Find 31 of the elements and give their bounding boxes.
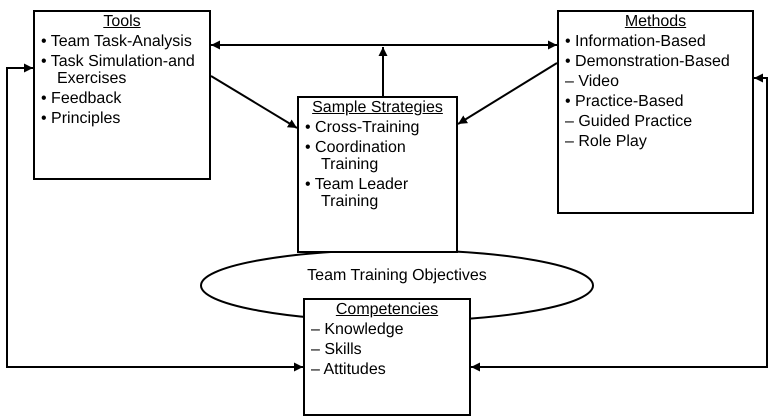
arrow xyxy=(471,74,768,372)
competencies-box xyxy=(303,298,471,416)
list-item: – Role Play xyxy=(564,133,648,150)
box-heading: Tools xyxy=(102,12,142,31)
list-item: • Cross-Training xyxy=(304,119,420,136)
tools-box xyxy=(33,10,211,180)
arrow xyxy=(378,47,388,96)
list-item: • Practice-Based xyxy=(564,93,685,110)
list-item: • Principles xyxy=(40,110,122,127)
methods-box xyxy=(557,10,754,214)
list-item: • Task Simulation-and Exercises xyxy=(40,53,196,87)
list-item: • Team Task-Analysis xyxy=(40,33,193,50)
list-item: – Guided Practice xyxy=(564,113,694,130)
arrow xyxy=(210,75,298,129)
list-item: – Knowledge xyxy=(310,321,405,338)
box-heading: Competencies xyxy=(334,300,440,319)
list-item: • Information-Based xyxy=(564,33,707,50)
list-item: – Skills xyxy=(310,341,363,358)
list-item: – Video xyxy=(564,73,620,90)
list-item: • Team Leader Training xyxy=(304,176,410,210)
strategies-box xyxy=(297,96,458,253)
list-item: • Demonstration-Based xyxy=(564,53,731,70)
objectives-label: Team Training Objectives xyxy=(306,267,488,285)
arrow xyxy=(457,62,558,125)
arrow xyxy=(6,64,303,372)
list-item: • Feedback xyxy=(40,90,122,107)
arrow xyxy=(211,40,557,50)
list-item: – Attitudes xyxy=(310,361,387,378)
box-heading: Sample Strategies xyxy=(311,98,444,117)
box-heading: Methods xyxy=(624,12,688,31)
list-item: • Coordination Training xyxy=(304,139,407,173)
